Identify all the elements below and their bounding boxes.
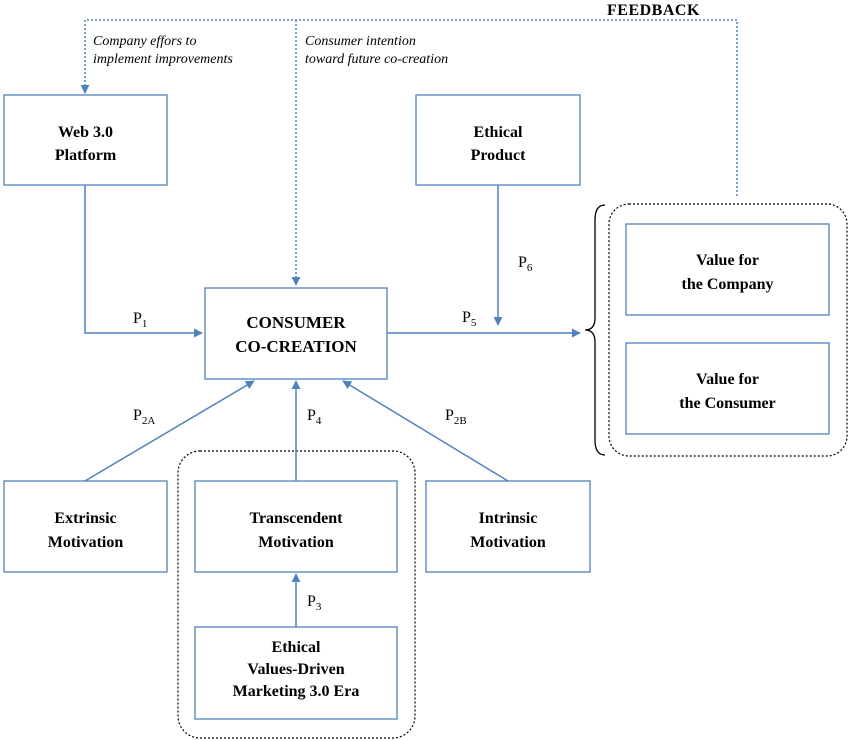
web-platform-line2: Platform: [55, 147, 117, 164]
extrinsic-line1: Extrinsic: [54, 510, 116, 527]
intrinsic-line2: Motivation: [470, 534, 546, 551]
value-company-line2: the Company: [681, 276, 773, 293]
ethical-product-box: Ethical Product: [415, 94, 581, 186]
arrow-p2b: [342, 380, 509, 482]
web-platform-box: Web 3.0 Platform: [3, 94, 168, 186]
ethical-product-line2: Product: [471, 147, 526, 164]
arrow-p2a: [84, 380, 255, 482]
value-consumer-line1: Value for: [696, 371, 759, 388]
transcendent-line1: Transcendent: [249, 510, 343, 527]
ethical-product-line1: Ethical: [474, 124, 523, 141]
label-p2a: P2A: [133, 407, 155, 427]
label-p1: P1: [133, 310, 147, 330]
web-platform-line1: Web 3.0: [58, 124, 113, 141]
label-p3: P3: [307, 593, 322, 613]
intrinsic-line1: Intrinsic: [479, 510, 538, 527]
transcendent-motivation-box: Transcendent Motivation: [194, 480, 398, 573]
value-company-box: Value for the Company: [625, 223, 830, 316]
transcendent-line2: Motivation: [258, 534, 334, 551]
label-p2b: P2B: [445, 407, 467, 427]
note-consumer-line2: toward future co-creation: [305, 52, 448, 67]
ethical-values-line2: Values-Driven: [247, 661, 344, 678]
value-consumer-line2: the Consumer: [679, 395, 775, 412]
note-company-line2: implement improvements: [93, 52, 233, 67]
intrinsic-motivation-box: Intrinsic Motivation: [425, 480, 591, 573]
arrow-p1: [84, 185, 203, 338]
extrinsic-line2: Motivation: [48, 534, 124, 551]
ethical-values-line1: Ethical: [272, 639, 321, 656]
ethical-values-line3: Marketing 3.0 Era: [233, 683, 360, 700]
value-company-line1: Value for: [696, 252, 759, 269]
cocreation-line2: CO-CREATION: [235, 337, 357, 356]
label-p6: P6: [518, 254, 533, 274]
cocreation-line1: CONSUMER: [246, 313, 346, 332]
feedback-loop: FEEDBACK: [80, 2, 738, 286]
note-company-line1: Company effors to: [93, 34, 196, 49]
note-consumer-line1: Consumer intention: [305, 34, 416, 49]
value-consumer-box: Value for the Consumer: [625, 342, 830, 435]
value-brace: [584, 204, 606, 456]
extrinsic-motivation-box: Extrinsic Motivation: [3, 480, 168, 573]
feedback-line-to-web: [80, 19, 738, 196]
ethical-values-box: Ethical Values-Driven Marketing 3.0 Era: [194, 626, 398, 720]
feedback-label: FEEDBACK: [607, 2, 700, 19]
label-p5: P5: [462, 309, 477, 329]
label-p4: P4: [307, 407, 322, 427]
consumer-cocreation-box: CONSUMER CO-CREATION: [204, 287, 388, 380]
